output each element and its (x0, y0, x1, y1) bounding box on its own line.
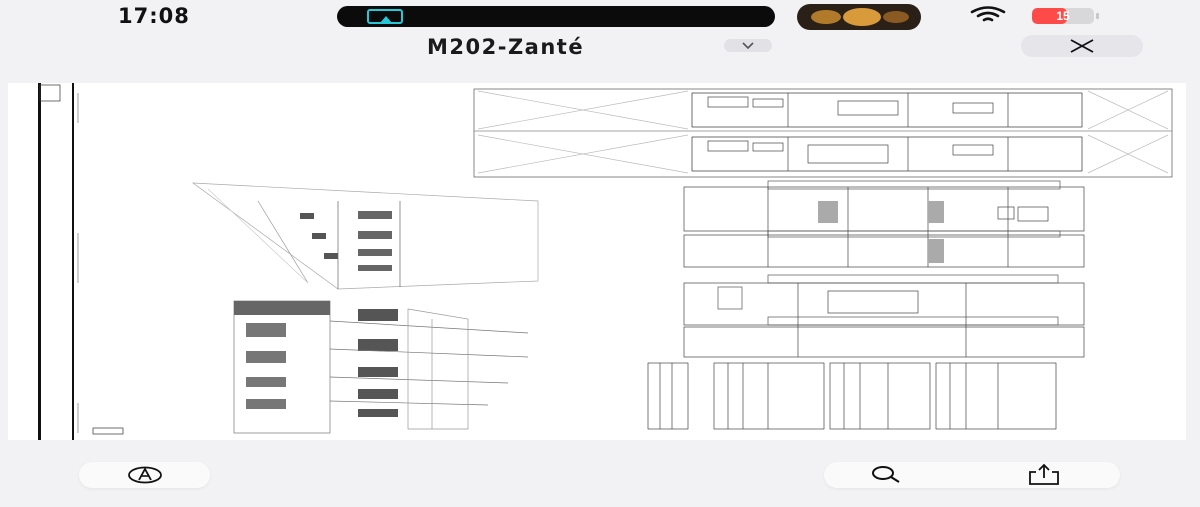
markup-icon (128, 466, 162, 484)
battery-fill (1032, 8, 1067, 24)
dynamic-island[interactable] (337, 6, 775, 27)
share-button[interactable] (972, 462, 1120, 488)
drawing-sheet (38, 83, 1173, 440)
battery-cap (1096, 13, 1099, 19)
search-icon (872, 466, 900, 483)
status-time: 17:08 (118, 4, 190, 28)
close-icon (1070, 39, 1094, 53)
search-button[interactable] (824, 462, 972, 488)
bottom-toolbar (0, 448, 1200, 507)
wifi-icon (970, 6, 1006, 22)
markup-button[interactable] (79, 462, 210, 488)
share-icon (1029, 463, 1059, 485)
now-playing-artwork[interactable] (797, 4, 921, 30)
status-bar: 17:08 15 (0, 0, 1200, 34)
screen-mirroring-icon (367, 9, 403, 24)
title-menu-button[interactable] (724, 39, 772, 52)
battery-icon: 15 (1032, 8, 1094, 24)
document-preview[interactable] (8, 83, 1186, 440)
document-title[interactable]: M202-Zanté (427, 35, 585, 59)
chevron-down-icon (742, 42, 754, 49)
close-button[interactable] (1021, 35, 1143, 57)
actions-group (824, 462, 1120, 488)
document-header: M202-Zanté (0, 34, 1200, 80)
battery-level: 15 (1056, 9, 1070, 23)
